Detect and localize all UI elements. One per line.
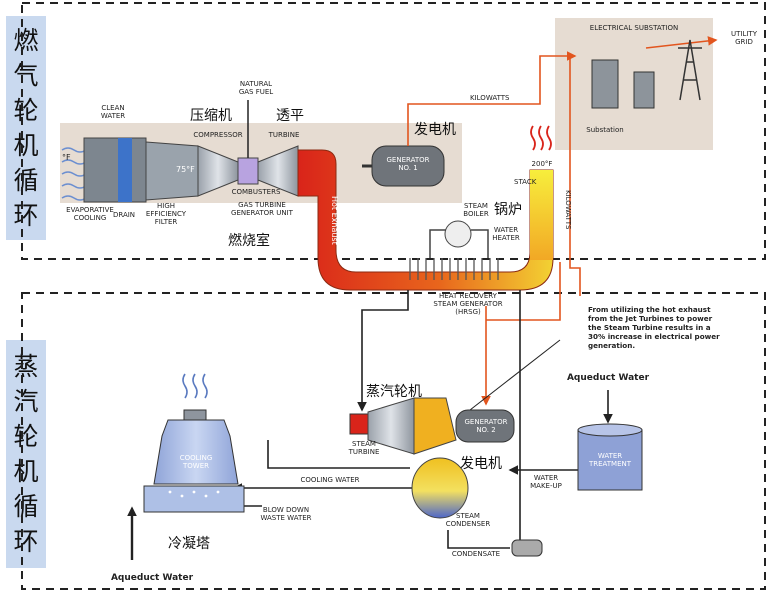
kilowatts-top-label: KILOWATTS bbox=[470, 94, 510, 102]
gas-cycle-char: 轮 bbox=[13, 96, 39, 125]
turbine-exhaust bbox=[413, 397, 457, 455]
tower-vapor bbox=[182, 373, 208, 399]
gas-cycle-char: 环 bbox=[13, 201, 39, 230]
cooling-basin bbox=[143, 485, 245, 513]
transmission-tower bbox=[678, 39, 702, 101]
drain-label: DRAIN bbox=[113, 211, 135, 219]
generator-cn-label-1: 发电机 bbox=[414, 122, 456, 138]
steam-cycle-char: 轮 bbox=[13, 422, 39, 451]
cooling-water-label: COOLING WATER bbox=[300, 476, 359, 484]
gas-cycle-box bbox=[21, 2, 766, 260]
compressor-cn-label: 压缩机 bbox=[190, 108, 232, 124]
steam-boiler bbox=[444, 220, 472, 248]
substation-label: Substation bbox=[586, 126, 623, 134]
gas-cycle-char: 循 bbox=[13, 166, 39, 195]
inlet-temp-label: 75°F bbox=[176, 165, 195, 174]
steam-cycle-label: 蒸 汽 轮 机 循 环 bbox=[6, 340, 46, 568]
hrsg-coils bbox=[409, 258, 499, 280]
steam-cycle-char: 环 bbox=[13, 527, 39, 556]
cooling-tower-cn-label: 冷凝塔 bbox=[168, 536, 210, 552]
ambient-temp-label: °F bbox=[62, 153, 71, 162]
stack-heat-waves bbox=[530, 125, 552, 151]
steam-cycle-char: 汽 bbox=[13, 387, 39, 416]
combusters-label: COMBUSTERS bbox=[232, 188, 281, 196]
stack bbox=[530, 170, 553, 260]
aqueduct-right-label: Aqueduct Water bbox=[567, 373, 650, 383]
boiler-cn-label: 锅炉 bbox=[494, 202, 522, 218]
stack-temp-label: 200°F bbox=[532, 160, 553, 168]
clean-water-filter bbox=[118, 138, 132, 202]
air-intake-housing bbox=[83, 137, 147, 203]
steam-cycle-box bbox=[21, 292, 766, 590]
steam-condenser bbox=[411, 457, 469, 519]
steam-turbine-cn-label: 蒸汽轮机 bbox=[366, 384, 422, 400]
note-pointer bbox=[469, 339, 561, 411]
spray-dots bbox=[168, 490, 220, 498]
aqueduct-left-label: Aqueduct Water bbox=[111, 573, 194, 583]
steam-cycle-char: 机 bbox=[13, 457, 39, 486]
cooling-tower bbox=[153, 419, 239, 485]
hot-exhaust-duct bbox=[297, 149, 554, 291]
power-lines bbox=[407, 36, 718, 406]
hot-exhaust-label: Hot Exhaust bbox=[330, 196, 339, 245]
generator-2 bbox=[455, 409, 515, 443]
combustor-cn-label: 燃烧室 bbox=[228, 232, 270, 249]
generator-cn-label-2: 发电机 bbox=[460, 456, 502, 472]
gas-cycle-char: 燃 bbox=[13, 26, 39, 55]
condensate-label: CONDENSATE bbox=[452, 550, 500, 558]
steam-cycle-char: 蒸 bbox=[13, 352, 39, 381]
gas-cycle-label: 燃 气 轮 机 循 环 bbox=[6, 16, 46, 240]
turbine-label: TURBINE bbox=[268, 131, 300, 139]
gas-cycle-char: 气 bbox=[13, 61, 39, 90]
gas-cycle-char: 机 bbox=[13, 131, 39, 160]
substation-title: ELECTRICAL SUBSTATION bbox=[590, 24, 678, 32]
switchgear bbox=[633, 71, 655, 109]
kilowatts-side-label: KILOWATTS bbox=[564, 190, 572, 230]
steam-cycle-char: 循 bbox=[13, 492, 39, 521]
compressor-label: COMPRESSOR bbox=[193, 131, 242, 139]
steam-turbine-inlet bbox=[349, 413, 369, 435]
turbine-cn-label: 透平 bbox=[276, 108, 304, 124]
transformer bbox=[591, 59, 619, 109]
stack-label: STACK bbox=[514, 178, 537, 186]
condensate-pump bbox=[511, 539, 543, 557]
combuster-chamber bbox=[237, 157, 259, 185]
